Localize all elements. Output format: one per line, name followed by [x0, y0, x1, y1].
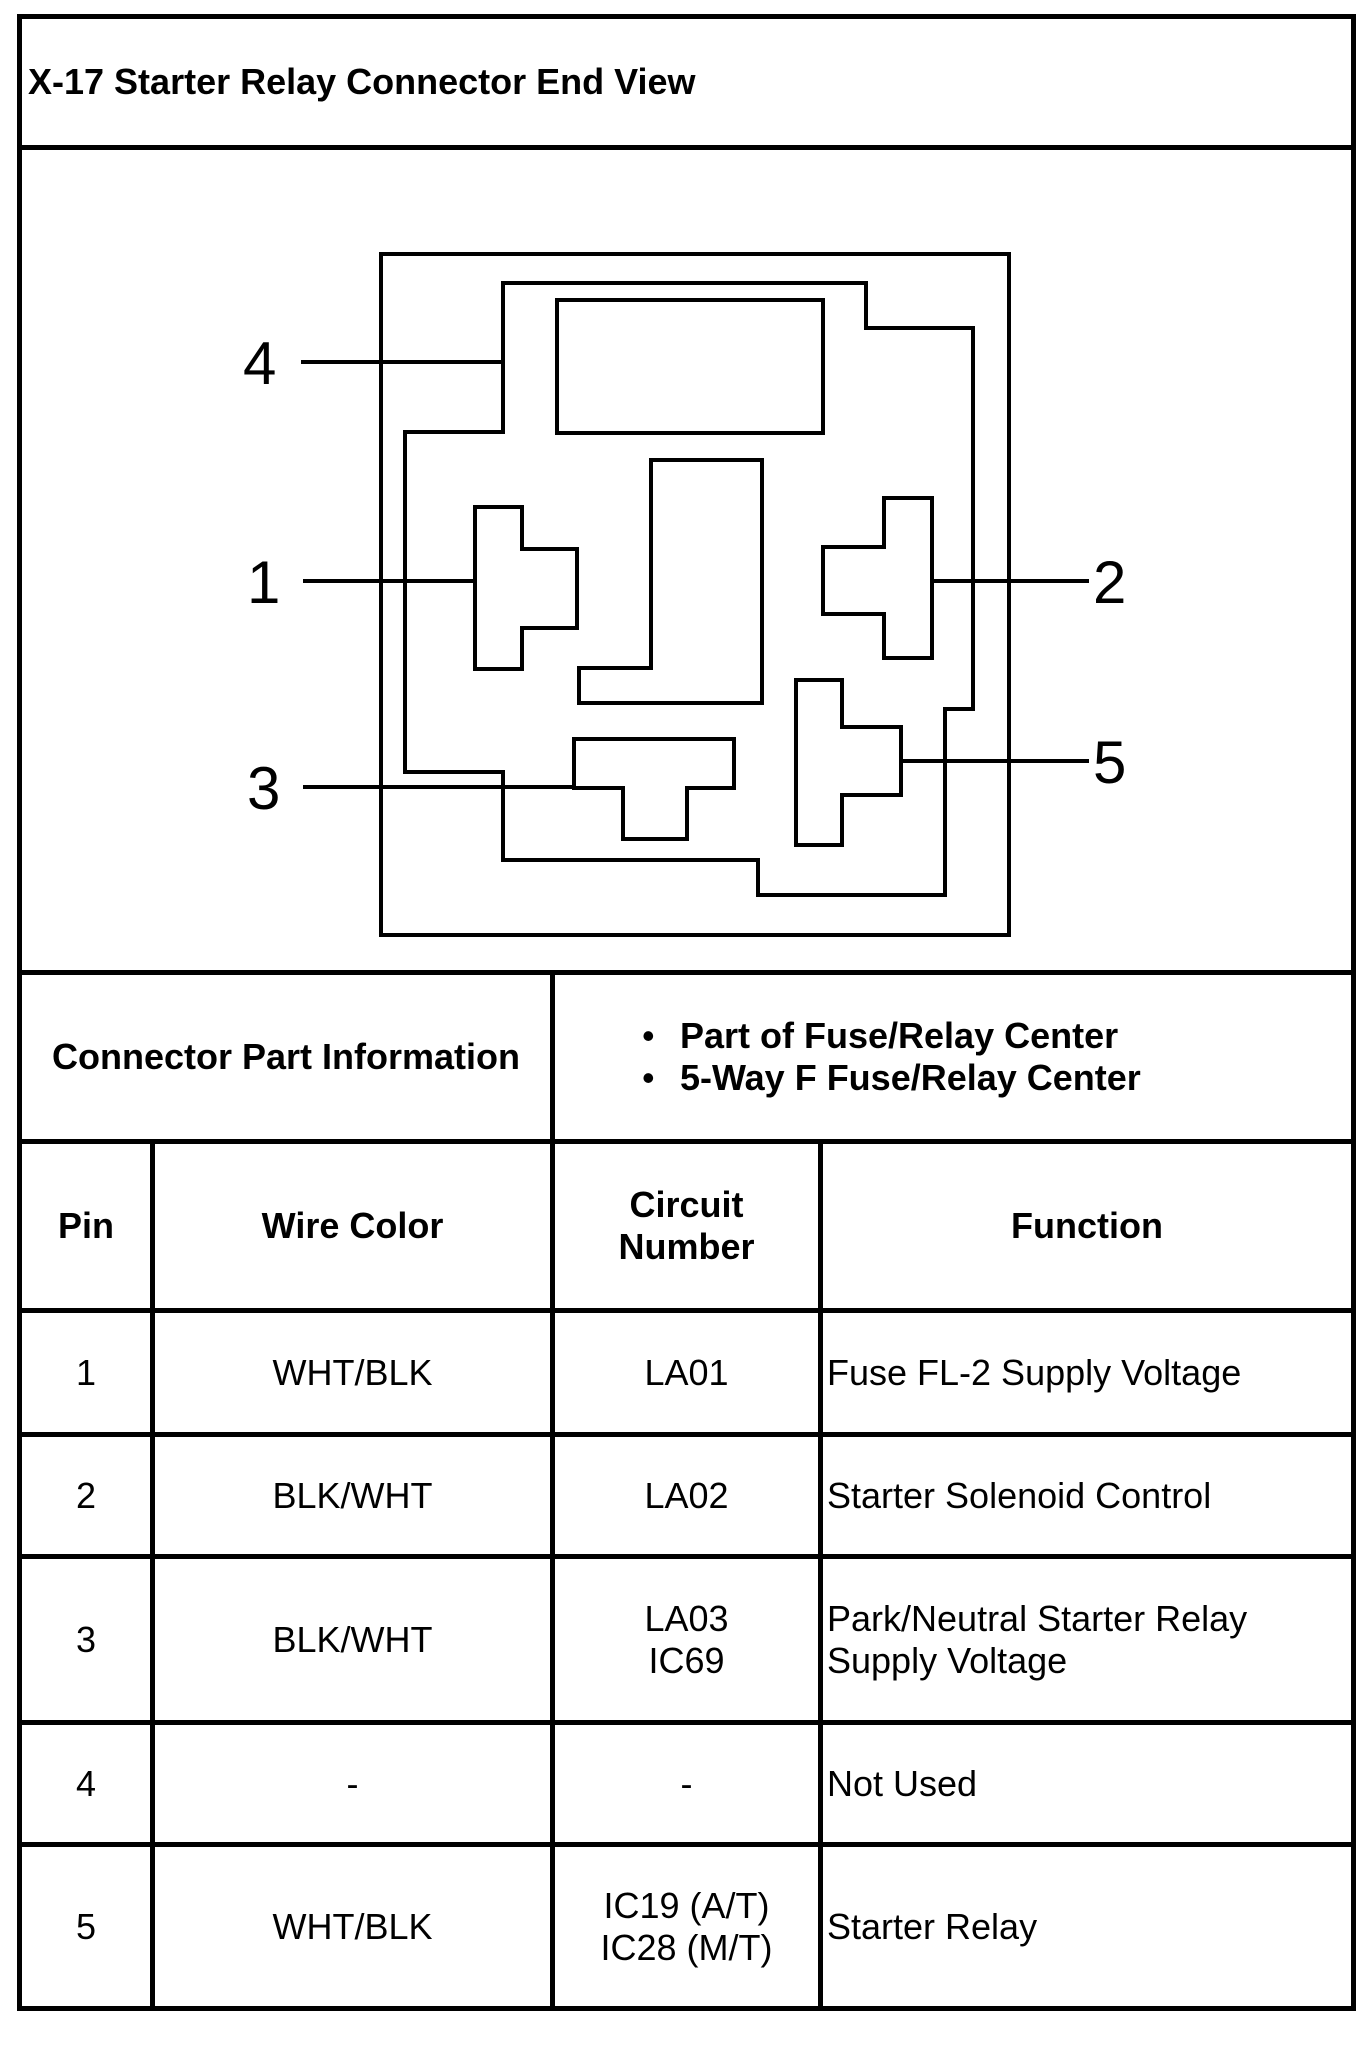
connector-diagram-svg: 4 1 2 3 5: [243, 252, 1126, 937]
table-row: 1 WHT/BLK LA01 Fuse FL-2 Supply Voltage: [17, 1308, 1357, 1437]
circuit-line: LA02: [644, 1474, 729, 1516]
connector-sheet: X-17 Starter Relay Connector End View: [16, 14, 1357, 2058]
cell-wire-color: WHT/BLK: [150, 1308, 555, 1437]
header-circuit-line-2: Number: [618, 1226, 755, 1267]
connector-inner-wall: [402, 281, 975, 897]
connector-info-values: Part of Fuse/Relay Center 5-Way F Fuse/R…: [549, 970, 1357, 1144]
function-line: Starter Relay: [827, 1905, 1038, 1947]
circuit-line: IC19 (A/T): [603, 1884, 770, 1926]
header-circuit-line-1: Circuit: [629, 1184, 744, 1225]
cell-circuit: IC19 (A/T) IC28 (M/T): [550, 1842, 823, 2011]
pin-1-terminal: [472, 505, 579, 671]
cell-circuit: -: [550, 1720, 823, 1847]
header-circuit-number: Circuit Number: [550, 1139, 823, 1313]
connector-info-item: Part of Fuse/Relay Center: [642, 1015, 1351, 1057]
cell-wire-color: BLK/WHT: [150, 1554, 555, 1725]
cell-wire-color: BLK/WHT: [150, 1432, 555, 1559]
function-line: Fuse FL-2 Supply Voltage: [827, 1351, 1242, 1393]
pin-label-3: 3: [247, 755, 280, 822]
circuit-line: LA03: [644, 1597, 729, 1639]
cell-function: Starter Relay: [817, 1842, 1357, 2011]
cell-circuit: LA01: [550, 1308, 823, 1437]
header-pin: Pin: [17, 1139, 155, 1313]
pin-label-5: 5: [1093, 729, 1126, 796]
page-title: X-17 Starter Relay Connector End View: [16, 14, 1357, 150]
cell-wire-color: -: [150, 1720, 555, 1847]
circuit-line: IC69: [648, 1639, 725, 1681]
function-line: Supply Voltage: [827, 1639, 1068, 1681]
cell-function: Park/Neutral Starter Relay Supply Voltag…: [817, 1554, 1357, 1725]
center-key-slot: [576, 458, 764, 705]
function-line: Park/Neutral Starter Relay: [827, 1597, 1248, 1639]
table-row: 2 BLK/WHT LA02 Starter Solenoid Control: [17, 1432, 1357, 1559]
circuit-line: LA01: [644, 1351, 729, 1393]
connector-end-view-diagram: 4 1 2 3 5: [16, 145, 1357, 975]
connector-table: X-17 Starter Relay Connector End View: [16, 14, 1357, 2011]
connector-info-label: Connector Part Information: [17, 970, 555, 1144]
cell-pin: 5: [17, 1842, 155, 2011]
table-row: 5 WHT/BLK IC19 (A/T) IC28 (M/T) Starter …: [17, 1842, 1357, 2011]
connector-info-item: 5-Way F Fuse/Relay Center: [642, 1057, 1351, 1099]
cell-function: Starter Solenoid Control: [817, 1432, 1357, 1559]
pin-label-2: 2: [1093, 549, 1126, 616]
pin-4-cavity: [554, 298, 825, 435]
pin-label-4: 4: [243, 330, 276, 397]
cell-pin: 1: [17, 1308, 155, 1437]
cell-wire-color: WHT/BLK: [150, 1842, 555, 2011]
cell-pin: 3: [17, 1554, 155, 1725]
cell-pin: 4: [17, 1720, 155, 1847]
pin-5-terminal: [793, 678, 903, 847]
cell-pin: 2: [17, 1432, 155, 1559]
cell-function: Not Used: [817, 1720, 1357, 1847]
pin-label-1: 1: [247, 549, 280, 616]
pin-2-terminal: [820, 496, 934, 660]
table-row: 3 BLK/WHT LA03 IC69 Park/Neutral Starter…: [17, 1554, 1357, 1725]
cell-circuit: LA02: [550, 1432, 823, 1559]
cell-circuit: LA03 IC69: [550, 1554, 823, 1725]
pin-3-terminal: [571, 737, 736, 841]
connector-info-list: Part of Fuse/Relay Center 5-Way F Fuse/R…: [555, 1015, 1351, 1099]
connector-housing-outline: [378, 252, 1011, 937]
table-row: 4 - - Not Used: [17, 1720, 1357, 1847]
header-wire-color: Wire Color: [150, 1139, 555, 1313]
function-line: Not Used: [827, 1762, 978, 1804]
function-line: Starter Solenoid Control: [827, 1474, 1212, 1516]
header-function: Function: [817, 1139, 1357, 1313]
cell-function: Fuse FL-2 Supply Voltage: [817, 1308, 1357, 1437]
circuit-line: IC28 (M/T): [600, 1926, 773, 1968]
circuit-line: -: [680, 1762, 693, 1804]
